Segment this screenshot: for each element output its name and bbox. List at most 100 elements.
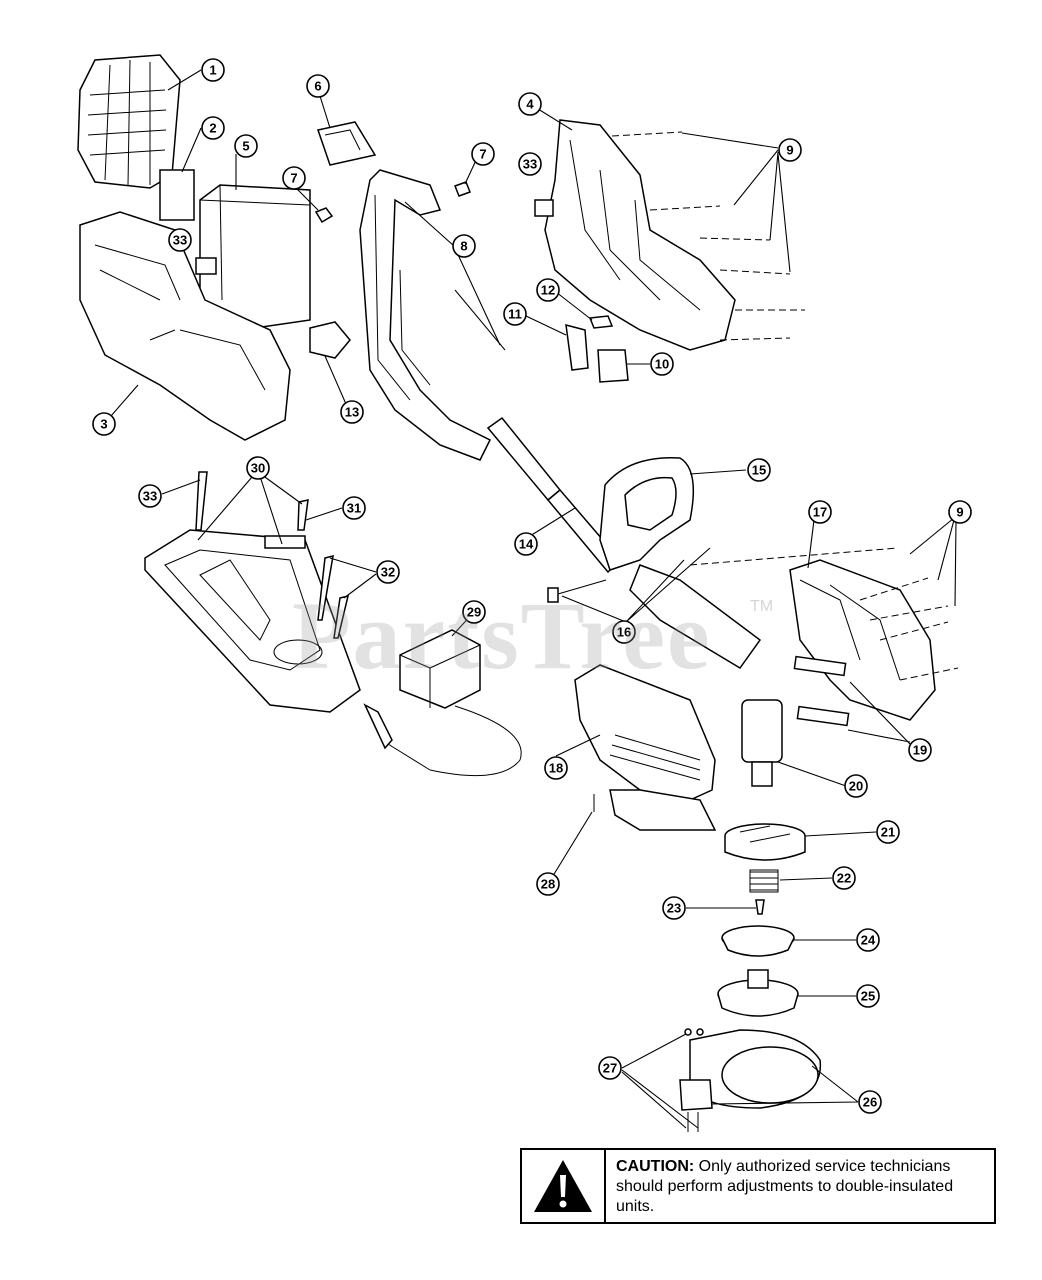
callout-number: 7 [479, 147, 486, 162]
callout-10: 10 [650, 352, 674, 376]
callout-number: 33 [143, 489, 157, 504]
callout-17: 17 [808, 500, 832, 524]
callout-6: 6 [306, 74, 330, 98]
callout-number: 11 [508, 307, 522, 322]
caution-icon-cell [522, 1150, 606, 1222]
part-block-right [534, 199, 554, 217]
part-handle-frame [359, 169, 506, 461]
callout-9-right: 9 [948, 500, 972, 524]
part-motor-housing-half [789, 559, 936, 721]
part-block [195, 257, 217, 275]
callout-5: 5 [234, 134, 258, 158]
part-fan [724, 823, 806, 861]
callout-33-top-left: 33 [168, 228, 192, 252]
callout-16: 16 [612, 620, 636, 644]
callout-32: 32 [376, 560, 400, 584]
part-shaft-tube [486, 416, 622, 574]
callout-number: 7 [290, 171, 297, 186]
callout-number: 24 [861, 933, 876, 948]
callout-30: 30 [246, 456, 270, 480]
callout-18: 18 [544, 756, 568, 780]
part-bar-upper [793, 655, 847, 677]
callout-number: 13 [345, 405, 359, 420]
callout-9-top: 9 [778, 138, 802, 162]
callout-number: 20 [849, 779, 863, 794]
part-spring-clip [588, 315, 614, 329]
part-nut-a [314, 207, 334, 224]
callout-19: 19 [908, 738, 932, 762]
part-assist-handle [599, 456, 695, 571]
callout-number: 1 [209, 63, 216, 78]
leader-lines [103, 69, 957, 1129]
part-guard [679, 1029, 822, 1111]
callout-number: 5 [242, 139, 249, 154]
callout-number: 28 [541, 877, 555, 892]
callout-28: 28 [536, 872, 560, 896]
callout-1: 1 [201, 58, 225, 82]
callout-number: 31 [347, 501, 361, 516]
callout-number: 27 [603, 1061, 617, 1076]
callout-31: 31 [342, 496, 366, 520]
callout-12: 12 [536, 278, 560, 302]
part-charger-adapter [363, 629, 522, 777]
callout-number: 19 [913, 743, 927, 758]
callout-number: 9 [956, 505, 963, 520]
callout-27: 27 [598, 1056, 622, 1080]
callout-13: 13 [340, 400, 364, 424]
part-bar-lower [796, 705, 850, 727]
part-switch-right [597, 349, 629, 383]
callout-2: 2 [201, 116, 225, 140]
callout-number: 30 [251, 461, 265, 476]
part-switch-left [565, 323, 589, 371]
callout-number: 21 [881, 825, 895, 840]
callout-number: 12 [541, 283, 555, 298]
callout-number: 9 [786, 143, 793, 158]
callout-number: 17 [813, 505, 827, 520]
callout-number: 6 [314, 79, 321, 94]
callout-4: 4 [518, 92, 542, 116]
part-lower-tube [629, 564, 762, 669]
callout-33-top-right: 33 [518, 152, 542, 176]
part-switch-bracket [317, 121, 377, 166]
callout-22: 22 [832, 866, 856, 890]
part-switch [309, 321, 351, 359]
part-screws-top [611, 131, 805, 341]
part-housing-half-right [544, 119, 736, 351]
callout-number: 14 [519, 537, 534, 552]
callout-number: 15 [752, 463, 766, 478]
part-charger-screws [195, 471, 350, 639]
part-guard-screws [684, 1028, 704, 1132]
warning-triangle-icon [534, 1160, 592, 1212]
callout-number: 2 [209, 121, 216, 136]
caution-label: CAUTION: [616, 1158, 695, 1175]
part-screws-right [689, 547, 959, 681]
callout-20: 20 [844, 774, 868, 798]
callout-number: 4 [526, 97, 534, 112]
callout-7-right: 7 [471, 142, 495, 166]
callout-7-left: 7 [282, 166, 306, 190]
part-motor [741, 699, 783, 787]
callout-number: 18 [549, 761, 563, 776]
part-nut-b [454, 181, 471, 197]
part-spool [717, 969, 799, 1017]
callout-33-charger: 33 [138, 484, 162, 508]
callout-11: 11 [503, 302, 527, 326]
caution-notice: CAUTION: Only authorized service technic… [520, 1148, 996, 1224]
callout-3: 3 [92, 412, 116, 436]
callout-26: 26 [858, 1090, 882, 1114]
part-bolt [547, 579, 607, 603]
part-spring [749, 869, 779, 893]
callout-number: 33 [523, 157, 537, 172]
part-pad [159, 169, 195, 221]
callout-number: 23 [667, 901, 681, 916]
callout-21: 21 [876, 820, 900, 844]
caution-message: Only authorized service technicians shou… [616, 1158, 954, 1215]
part-front-housing [574, 664, 717, 831]
part-battery-cells [77, 54, 181, 189]
watermark-trademark: TM [750, 598, 774, 615]
callout-number: 29 [467, 605, 481, 620]
part-spool-cap [721, 925, 795, 957]
callout-number: 16 [617, 625, 631, 640]
callout-number: 8 [460, 239, 467, 254]
callout-24: 24 [856, 928, 880, 952]
